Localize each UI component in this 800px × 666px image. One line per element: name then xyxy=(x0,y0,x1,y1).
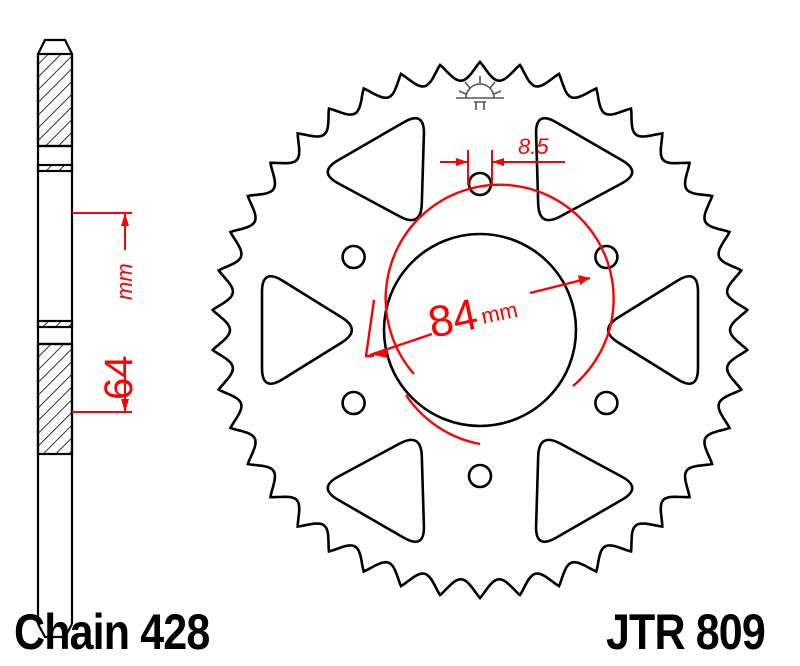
bolt-hole-dimension: 8.5 xyxy=(440,134,565,185)
top-chamfer xyxy=(37,38,73,55)
jt-sun-logo-icon xyxy=(456,76,504,110)
hub-offset-dimension: 64 mm xyxy=(72,212,141,413)
weight-cutout xyxy=(260,275,354,385)
bolt-hole xyxy=(594,390,619,416)
hatched-section-top xyxy=(36,52,74,148)
sprocket-teeth-outline xyxy=(210,60,750,600)
bolt-hole xyxy=(467,171,493,197)
hub-flange-bottom xyxy=(36,319,74,329)
chain-size-label: Chain 428 xyxy=(14,604,210,660)
hatched-section-bottom xyxy=(36,342,74,456)
bottom-chamfer xyxy=(37,623,73,639)
bolt-circle-dimension: 84 mm xyxy=(364,183,615,446)
part-number-label: JTR 809 xyxy=(606,604,766,660)
weight-cutout xyxy=(534,438,634,544)
bolt-hole xyxy=(341,244,366,270)
bolt-hole xyxy=(594,244,619,270)
side-profile-view xyxy=(36,38,74,639)
weight-cutout xyxy=(606,275,700,385)
weight-cutout xyxy=(326,438,426,544)
bolt-hole xyxy=(467,463,493,489)
bolt-circle-unit: mm xyxy=(479,297,520,329)
hub-flange-top xyxy=(36,163,74,173)
weight-cutout xyxy=(534,116,634,222)
center-bore xyxy=(382,232,578,428)
bolt-hole-value: 8.5 xyxy=(518,134,549,159)
bolt-circle-value: 84 xyxy=(424,290,482,348)
hub-offset-value: 64 xyxy=(97,356,141,401)
bolt-hole xyxy=(341,390,366,416)
hub-offset-unit: mm xyxy=(112,263,137,300)
weight-cutout xyxy=(326,116,426,222)
